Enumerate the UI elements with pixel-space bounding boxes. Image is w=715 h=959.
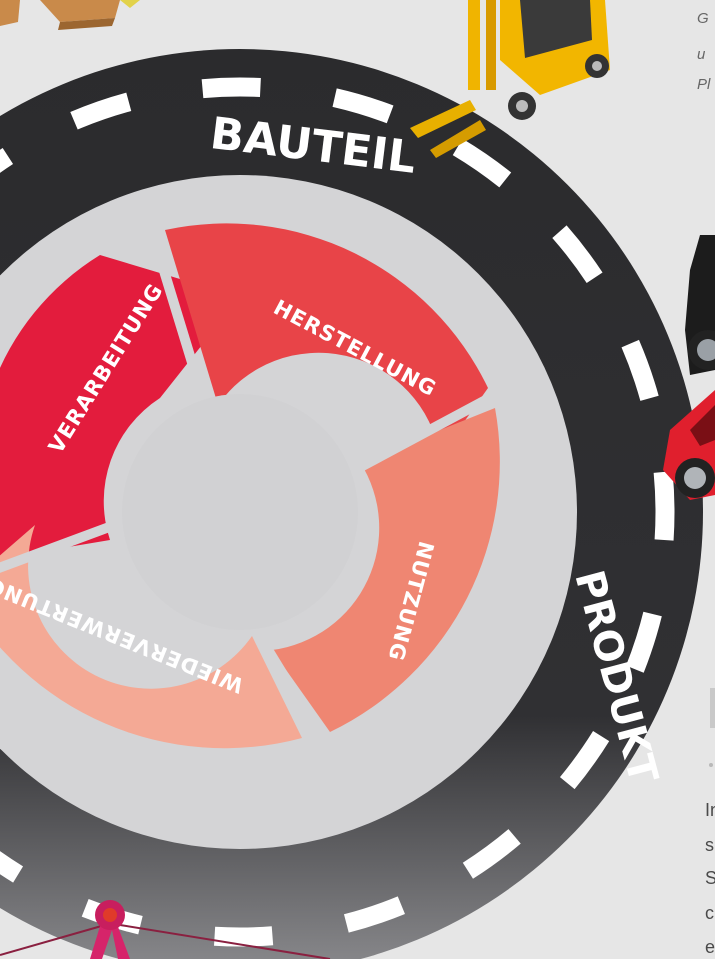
road-dashes <box>0 77 675 947</box>
side-text-bottom-4: c <box>705 903 714 923</box>
side-text-top-3: Pl <box>697 76 711 93</box>
side-text-bottom-1: In <box>705 800 715 820</box>
forklift-icon <box>410 0 610 158</box>
black-car-icon <box>685 235 715 375</box>
segment-herstellung <box>165 223 488 456</box>
side-text-bottom-2: s <box>705 835 714 855</box>
dot-icon <box>709 763 713 767</box>
cycle-donut <box>0 223 500 749</box>
map-pin-icon <box>0 900 331 959</box>
segment-wiederverwertung <box>0 525 302 749</box>
pallet-icon <box>0 0 140 30</box>
segment-nutzung <box>272 408 500 732</box>
cycle-hub <box>122 394 358 630</box>
heading-bar <box>710 688 715 728</box>
side-text-bottom-3: S <box>705 868 715 888</box>
side-text-bottom-5: e <box>705 937 715 957</box>
side-text-top-1: G <box>697 10 709 27</box>
red-car-icon <box>663 390 715 500</box>
side-text-top-2: u <box>697 46 706 63</box>
